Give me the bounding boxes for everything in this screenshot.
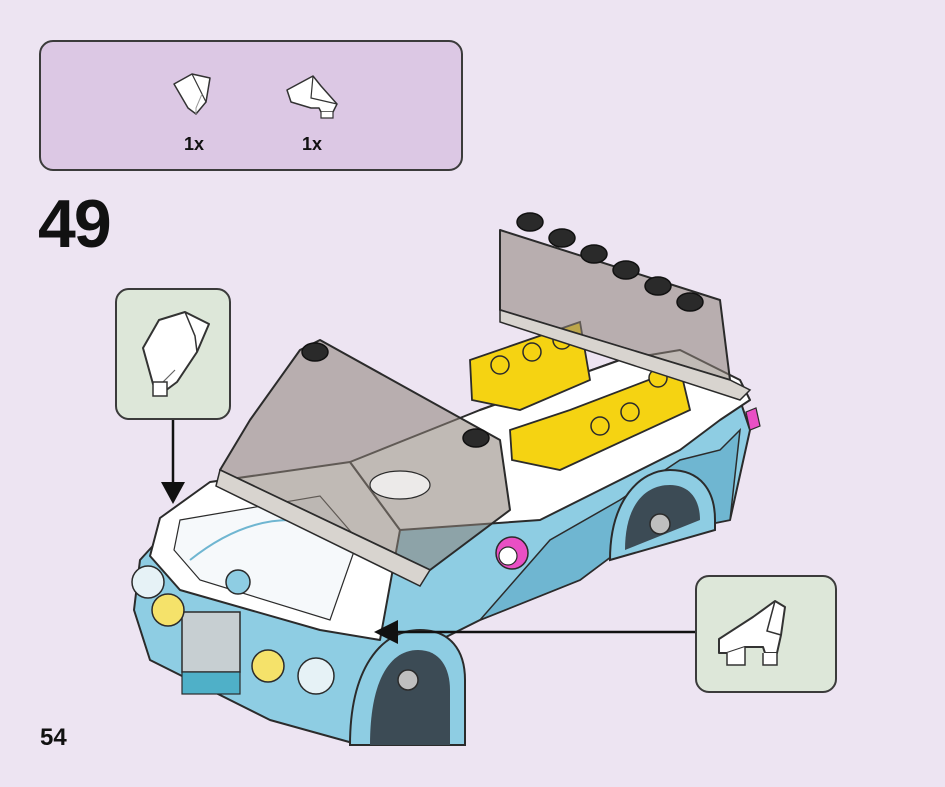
parts-list-item: 1x bbox=[277, 68, 347, 155]
part-quantity: 1x bbox=[301, 134, 323, 154]
curved-slope-left-piece-icon bbox=[142, 311, 210, 397]
car-model-illustration bbox=[131, 212, 761, 746]
page-number: 54 bbox=[40, 724, 67, 751]
curved-slope-right-piece-icon bbox=[286, 75, 338, 119]
parts-list-item: 1x bbox=[159, 68, 229, 155]
arrow-head-left bbox=[161, 482, 185, 504]
logo-emblem bbox=[225, 569, 251, 595]
callout-right-piece bbox=[695, 575, 837, 693]
part-quantity: 1x bbox=[183, 134, 205, 154]
step-number: 49 bbox=[38, 186, 112, 262]
arrow-head-right bbox=[374, 620, 398, 644]
curved-slope-left-piece-icon bbox=[173, 73, 211, 115]
callout-left-piece bbox=[115, 288, 231, 420]
parts-list-box: 1x 1x bbox=[39, 40, 463, 171]
curved-slope-right-piece-icon bbox=[718, 600, 786, 666]
